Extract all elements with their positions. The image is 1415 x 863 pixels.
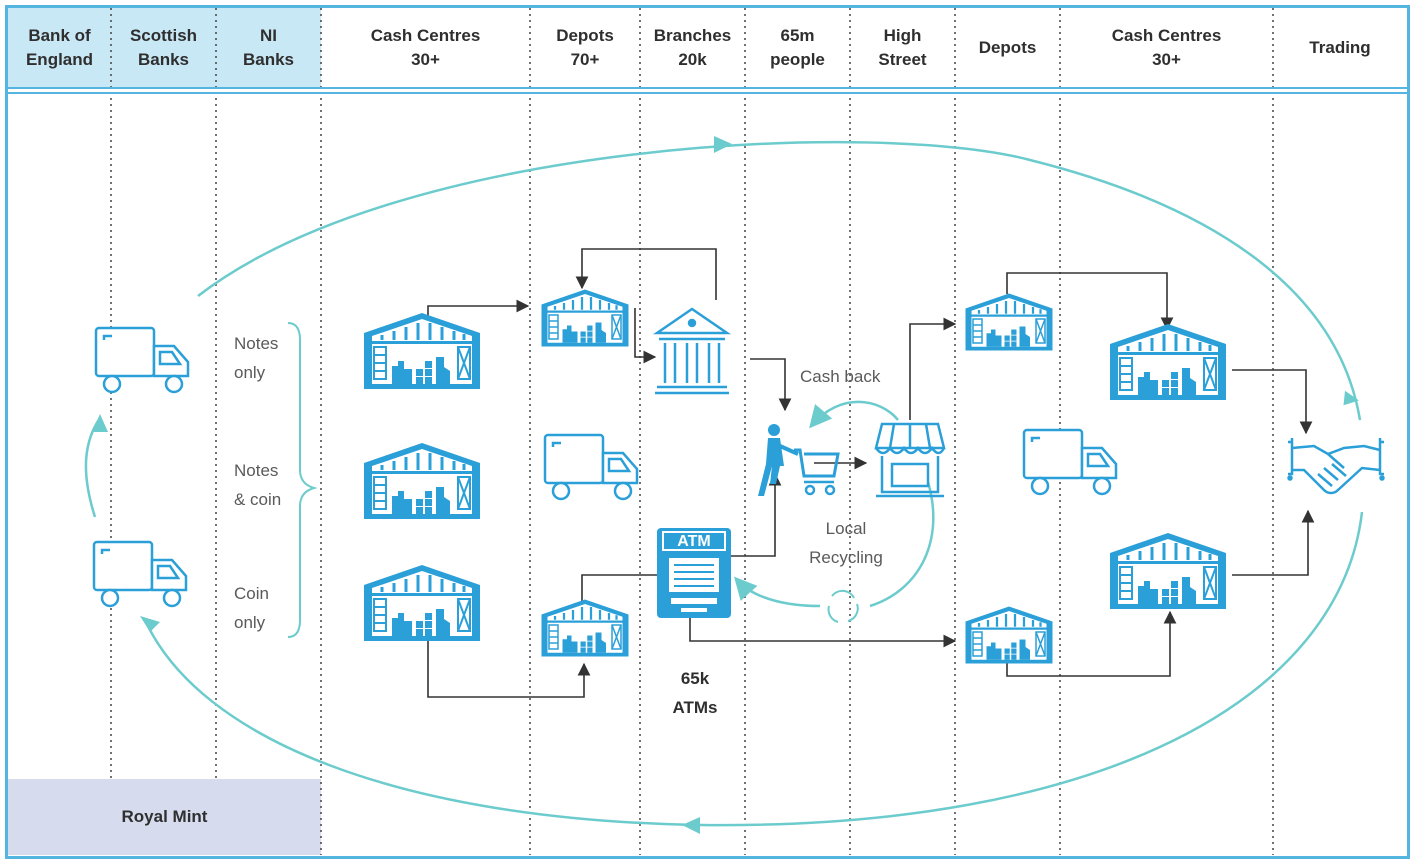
handshake-icon [1287,438,1385,495]
recycle-icon [827,589,859,623]
header-trading: Trading [1309,38,1371,57]
label-atms: 65k ATMs [672,669,718,717]
local-recycling-arrows [733,400,935,608]
shop-icon [874,422,946,498]
shopper-icon [758,424,840,496]
label-notes-and-coin: Notes & coin [234,461,282,509]
royal-mint-cell: Royal Mint [8,779,321,855]
label-cash-back: Cash back [800,367,881,386]
bank-branch-icon [652,307,732,395]
diagram-frame [5,5,1410,859]
brace [287,322,318,638]
label-local-recycling: Local Recycling [809,519,883,567]
atm-icon [657,528,731,618]
label-notes-only: Notes only [234,334,279,382]
atm-sign-text: ATM [677,533,710,550]
column-separators [110,8,1274,855]
header-depots-right: Depots [978,38,1037,57]
flow-arrows [427,248,1315,698]
header-divider [8,87,1407,94]
cash-cycle-arrowheads [92,136,1359,834]
royal-mint-label: Royal Mint [121,807,208,826]
label-coin-only: Coin only [234,584,269,632]
